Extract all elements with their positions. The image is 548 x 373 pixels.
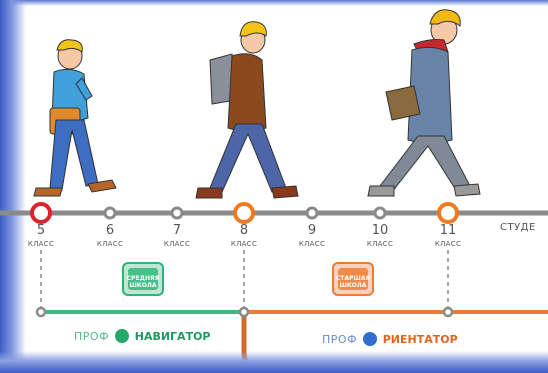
student-label: СТУДЕ xyxy=(500,222,536,233)
grade-9-marker xyxy=(305,206,319,220)
grade-7-number: 7 xyxy=(172,223,182,238)
grade-11-word: КЛАСС xyxy=(434,240,462,248)
grade-7-marker xyxy=(170,206,184,220)
orientator-prefix: ПРОФ xyxy=(322,333,358,346)
frame-left-edge xyxy=(0,0,26,373)
grade-8-word: КЛАСС xyxy=(230,240,258,248)
middle-school-caption: СРЕДНЯЯ ШКОЛА xyxy=(126,275,160,289)
boy-grade-11-illustration xyxy=(367,9,481,197)
frame-bottom-edge xyxy=(0,351,548,373)
school-building-icon xyxy=(338,268,368,290)
grade-5-number: 5 xyxy=(36,223,46,238)
grade-7-word: КЛАСС xyxy=(163,240,191,248)
frame-top-edge xyxy=(0,0,548,6)
grade-10-marker xyxy=(373,206,387,220)
grade-9-number: 9 xyxy=(307,223,317,238)
orientator-name: РИЕНТАТОР xyxy=(382,333,458,346)
boy-grade-8-illustration xyxy=(195,21,299,199)
grade-8-marker xyxy=(233,202,255,224)
track-node-8 xyxy=(238,306,250,318)
proforientation-navigator-label: ПРОФ НАВИГАТОР xyxy=(74,329,210,343)
school-building-icon xyxy=(128,268,158,290)
grade-6-word: КЛАСС xyxy=(96,240,124,248)
grade-10-word: КЛАСС xyxy=(366,240,394,248)
compass-icon xyxy=(362,332,377,346)
grade-9-word: КЛАСС xyxy=(298,240,326,248)
proforientation-orientator-label: ПРОФ РИЕНТАТОР xyxy=(322,332,458,346)
middle-school-badge: СРЕДНЯЯ ШКОЛА xyxy=(122,262,164,296)
grade-11-marker xyxy=(437,202,459,224)
senior-school-caption: СТАРШАЯ ШКОЛА xyxy=(335,275,371,289)
boy-grade-5-illustration xyxy=(33,39,117,197)
grade-6-number: 6 xyxy=(105,223,115,238)
track-node-5 xyxy=(35,306,47,318)
grade-5-word: КЛАСС xyxy=(27,240,55,248)
grade-11-number: 11 xyxy=(439,223,457,238)
compass-icon xyxy=(114,329,129,343)
senior-school-badge: СТАРШАЯ ШКОЛА xyxy=(332,262,374,296)
grade-6-marker xyxy=(103,206,117,220)
navigator-prefix: ПРОФ xyxy=(74,330,110,343)
navigator-name: НАВИГАТОР xyxy=(134,330,211,343)
grade-8-number: 8 xyxy=(239,223,249,238)
track-node-11 xyxy=(442,306,454,318)
grade-5-marker xyxy=(30,202,52,224)
grade-10-number: 10 xyxy=(371,223,389,238)
